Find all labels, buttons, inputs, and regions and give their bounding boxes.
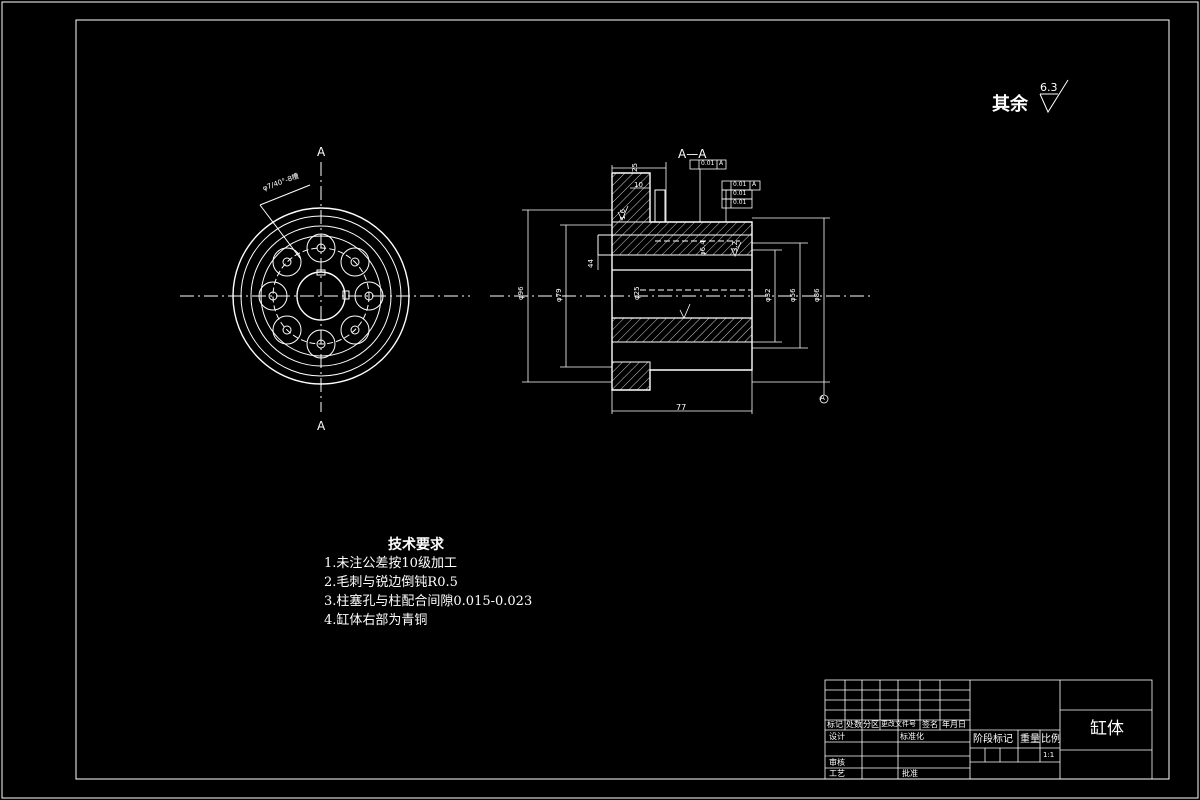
tb-review: 审核 [829, 758, 845, 767]
tb-header-sign: 签名 [922, 720, 938, 729]
tb-header-date: 年月日 [942, 720, 966, 729]
title-block-grid [824, 679, 1153, 780]
gdt-flat-value: 0.01 [733, 190, 747, 197]
section-view [490, 172, 870, 391]
dim-step: φ56 [789, 288, 797, 302]
dim-hole: φ6.4 [699, 240, 707, 256]
rough-32: 3.2 [731, 240, 739, 252]
tb-header-mark: 标记 [827, 720, 843, 729]
hatch-bottom [611, 317, 753, 391]
cut-label-bottom: A [317, 419, 326, 433]
gdt-cyl-value: 0.01 [733, 199, 747, 206]
dim-outer: φ96 [517, 286, 525, 300]
tb-approve: 批准 [902, 769, 918, 778]
section-view-label: A—A [678, 147, 707, 161]
tb-stage: 阶段标记 [973, 734, 1013, 745]
tb-header-doc: 更改文件号 [881, 720, 916, 728]
tb-design: 设计 [829, 732, 845, 741]
dim-bore: φ32 [764, 288, 772, 302]
tb-header-zone: 分区 [863, 720, 879, 729]
cut-label-top: A [317, 145, 326, 159]
roughness-label: 其余 [992, 94, 1028, 115]
datum-label: A [820, 394, 825, 402]
dim-top-25: 25 [631, 163, 639, 172]
dim-bore-25: φ25 [633, 286, 641, 300]
tb-scale: 比例 [1041, 734, 1061, 745]
tech-req-item: 1.未注公差按10级加工 [324, 556, 457, 571]
plunger-holes [258, 233, 384, 359]
tb-scale-value: 1:1 [1043, 751, 1055, 759]
tech-req-item: 2.毛刺与锐边倒钝R0.5 [324, 575, 458, 590]
gdt-top-datum: A [719, 160, 724, 167]
tb-header-count: 处数 [846, 720, 862, 729]
end-view [180, 162, 470, 412]
gdt-top-value: 0.01 [701, 160, 715, 167]
roughness-value: 6.3 [1040, 81, 1058, 94]
gdt-perp-value: 0.01 [733, 181, 747, 188]
tb-weight: 重量 [1020, 734, 1040, 745]
dim-length: 77 [676, 403, 687, 412]
tb-std: 标准化 [900, 732, 924, 741]
dim-top-10: 10 [634, 181, 643, 189]
tb-process: 工艺 [829, 769, 845, 778]
part-name: 缸体 [1090, 719, 1124, 739]
gdt-perp-datum: A [752, 181, 757, 188]
dim-right: φ86 [813, 288, 821, 302]
roughness-symbol [1039, 79, 1069, 114]
dim-flange: φ79 [555, 288, 563, 302]
tech-req-item: 3.柱塞孔与柱配合间隙0.015-0.023 [324, 594, 533, 609]
tech-req-item: 4.缸体右部为青铜 [324, 613, 428, 628]
tech-req-title: 技术要求 [388, 537, 444, 553]
section-dimensions [522, 159, 830, 414]
rough-16: 1.6 [619, 208, 627, 220]
inner-frame [75, 19, 1170, 780]
dim-44: 44 [587, 259, 595, 268]
